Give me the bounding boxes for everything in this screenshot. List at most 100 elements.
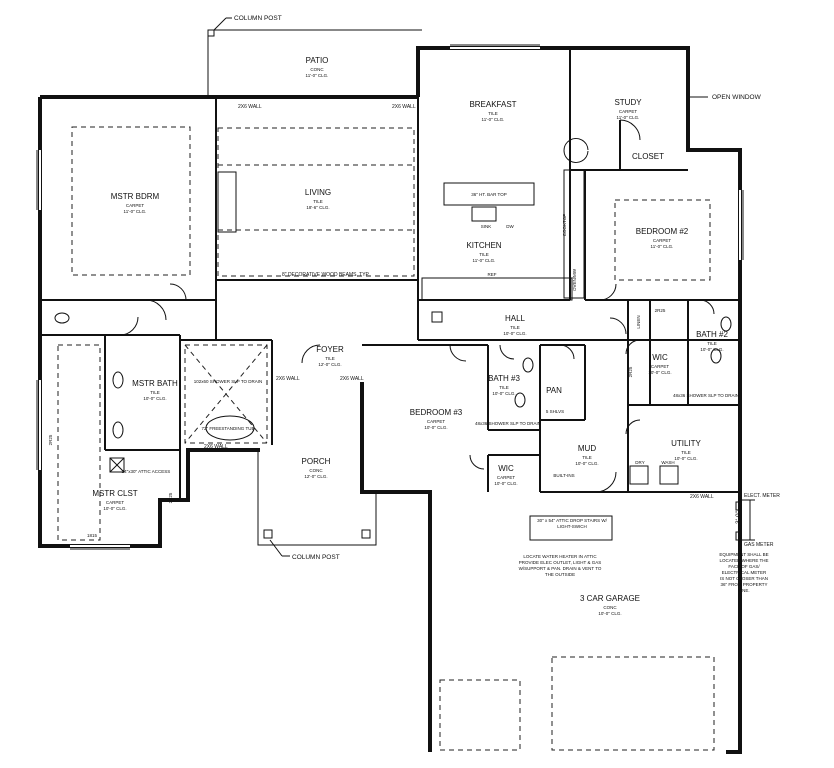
- breakfast-name: BREAKFAST: [469, 100, 516, 109]
- svg-text:11'-0" CLG.: 11'-0" CLG.: [124, 209, 147, 214]
- svg-text:CARPET: CARPET: [126, 203, 145, 208]
- mud-name: MUD: [578, 444, 596, 453]
- bar-top-note: 36" HT. BAR TOP: [471, 192, 506, 197]
- svg-text:WASH: WASH: [661, 460, 674, 465]
- mstr-bath-sink-2: [112, 421, 124, 439]
- svg-text:2X6 WALL: 2X6 WALL: [276, 376, 300, 382]
- bath3-sink: [522, 357, 534, 373]
- svg-text:18'-6" CLG.: 18'-6" CLG.: [306, 205, 329, 210]
- mstr-clst-name: MSTR CLST: [92, 489, 137, 498]
- svg-text:CARPET: CARPET: [653, 238, 672, 243]
- study-name: STUDY: [614, 98, 642, 107]
- svg-text:11'-0" CLG.: 11'-0" CLG.: [482, 117, 505, 122]
- washer: [659, 465, 679, 485]
- ceiling-dashes: [57, 126, 715, 751]
- attic-access: [109, 457, 125, 473]
- patio-name: PATIO: [306, 56, 329, 65]
- bath2-toilet: [710, 348, 722, 364]
- bedroom3-name: BEDROOM #3: [410, 408, 463, 417]
- freestanding-tub: [205, 415, 255, 441]
- closet-name: CLOSET: [632, 152, 664, 161]
- kitchen-counter: [421, 277, 573, 301]
- svg-text:CARPET: CARPET: [497, 475, 516, 480]
- svg-text:10'-0" CLG.: 10'-0" CLG.: [648, 370, 671, 375]
- svg-text:10'-0" CLG.: 10'-0" CLG.: [494, 481, 517, 486]
- wic-bath2-name: WIC: [652, 353, 668, 362]
- svg-text:10'-0" CLG.: 10'-0" CLG.: [143, 396, 166, 401]
- svg-text:OVEN/MW: OVEN/MW: [572, 268, 577, 291]
- beams-note: 8" DECORATIVE WOOD BEAMS, TYP.: [282, 272, 370, 278]
- svg-text:48x36 SHOWER SLP TO DRAIN: 48x36 SHOWER SLP TO DRAIN: [673, 393, 739, 398]
- svg-text:CARPET: CARPET: [106, 500, 125, 505]
- svg-text:TILE: TILE: [582, 455, 592, 460]
- svg-text:2X6 WALL: 2X6 WALL: [690, 494, 714, 500]
- svg-text:TILE: TILE: [488, 111, 498, 116]
- svg-text:REF: REF: [488, 272, 497, 277]
- hall-name: HALL: [505, 314, 526, 323]
- svg-text:TILE: TILE: [681, 450, 691, 455]
- mstr-bdrm-name: MSTR BDRM: [111, 192, 160, 201]
- svg-text:LINEN: LINEN: [636, 315, 641, 328]
- shower-mstr-note: 102x60 SHOWER SLP TO DRAIN: [194, 379, 263, 384]
- svg-text:10'-0" CLG.: 10'-0" CLG.: [503, 331, 526, 336]
- svg-text:2X6 WALL: 2X6 WALL: [204, 444, 228, 450]
- svg-text:1815: 1815: [87, 533, 98, 538]
- svg-text:TILE: TILE: [150, 390, 160, 395]
- svg-text:TILE: TILE: [313, 199, 323, 204]
- svg-text:10'-0" CLG.: 10'-0" CLG.: [575, 461, 598, 466]
- kitchen-sink: [471, 206, 497, 222]
- svg-text:2R25: 2R25: [48, 434, 53, 445]
- patio-ceiling: 11'-0" CLG.: [306, 73, 329, 78]
- svg-text:2X6 WALL: 2X6 WALL: [340, 376, 364, 382]
- leaders: [213, 17, 708, 557]
- notes: 36" HT. BAR TOP SINK DW REF 8" DECORATIV…: [48, 104, 769, 593]
- bath2-name: BATH #2: [696, 330, 728, 339]
- svg-text:CONC: CONC: [603, 605, 617, 610]
- svg-text:SINK: SINK: [481, 224, 492, 229]
- room-labels: PATIO CONC 11'-0" CLG. BREAKFAST TILE 11…: [92, 56, 728, 616]
- svg-text:CARPET: CARPET: [651, 364, 670, 369]
- gas-meter-label: GAS METER: [744, 542, 774, 548]
- column-post-top: [207, 29, 215, 37]
- svg-text:11'-0" CLG.: 11'-0" CLG.: [651, 244, 674, 249]
- svg-text:10'-0" CLG.: 10'-0" CLG.: [103, 506, 126, 511]
- bath3-name: BATH #3: [488, 374, 520, 383]
- svg-text:TILE: TILE: [499, 385, 509, 390]
- svg-text:2X6 WALL: 2X6 WALL: [238, 104, 262, 110]
- drop-stairs-note: 30" x 54" ATTIC DROP STAIRS W/LIGHT-SWIC…: [537, 518, 607, 529]
- bedroom2-name: BEDROOM #2: [636, 227, 689, 236]
- svg-text:TILE: TILE: [479, 252, 489, 257]
- garage-name: 3 CAR GARAGE: [580, 594, 640, 603]
- svg-text:CARPET: CARPET: [427, 419, 446, 424]
- living-name: LIVING: [305, 188, 331, 197]
- svg-text:10'-0" CLG.: 10'-0" CLG.: [598, 611, 621, 616]
- svg-text:2R25: 2R25: [168, 492, 173, 503]
- svg-text:DRY: DRY: [635, 460, 644, 465]
- svg-text:11'-0" CLG.: 11'-0" CLG.: [473, 258, 496, 263]
- svg-text:10'-0" CLG.: 10'-0" CLG.: [424, 425, 447, 430]
- svg-text:CONC: CONC: [309, 468, 323, 473]
- svg-text:10'-0" CLG.: 10'-0" CLG.: [674, 456, 697, 461]
- utility-name: UTILITY: [671, 439, 701, 448]
- open-window-label: OPEN WINDOW: [712, 94, 762, 101]
- callouts: COLUMN POST COLUMN POST OPEN WINDOW ELEC…: [234, 15, 780, 561]
- foyer-name: FOYER: [316, 345, 344, 354]
- svg-text:10'-0" CLG.: 10'-0" CLG.: [700, 347, 723, 352]
- doors: [119, 119, 715, 493]
- svg-text:DW: DW: [506, 224, 514, 229]
- pan-name: PAN: [546, 386, 562, 395]
- svg-text:12'-0" CLG.: 12'-0" CLG.: [318, 362, 341, 367]
- svg-text:12'-0" CLG.: 12'-0" CLG.: [304, 474, 327, 479]
- tub-note: 72" FREESTANDING TUB: [202, 426, 255, 431]
- svg-text:TILE: TILE: [510, 325, 520, 330]
- fireplace: [217, 171, 237, 233]
- svg-text:5 SHLVS: 5 SHLVS: [546, 409, 564, 414]
- svg-text:11'-0" CLG.: 11'-0" CLG.: [617, 115, 640, 120]
- porch-name: PORCH: [302, 457, 331, 466]
- meter-dim-label: 3'-0": [735, 510, 742, 524]
- kitchen-wall-cabinets: [563, 169, 585, 299]
- dryer: [629, 465, 649, 485]
